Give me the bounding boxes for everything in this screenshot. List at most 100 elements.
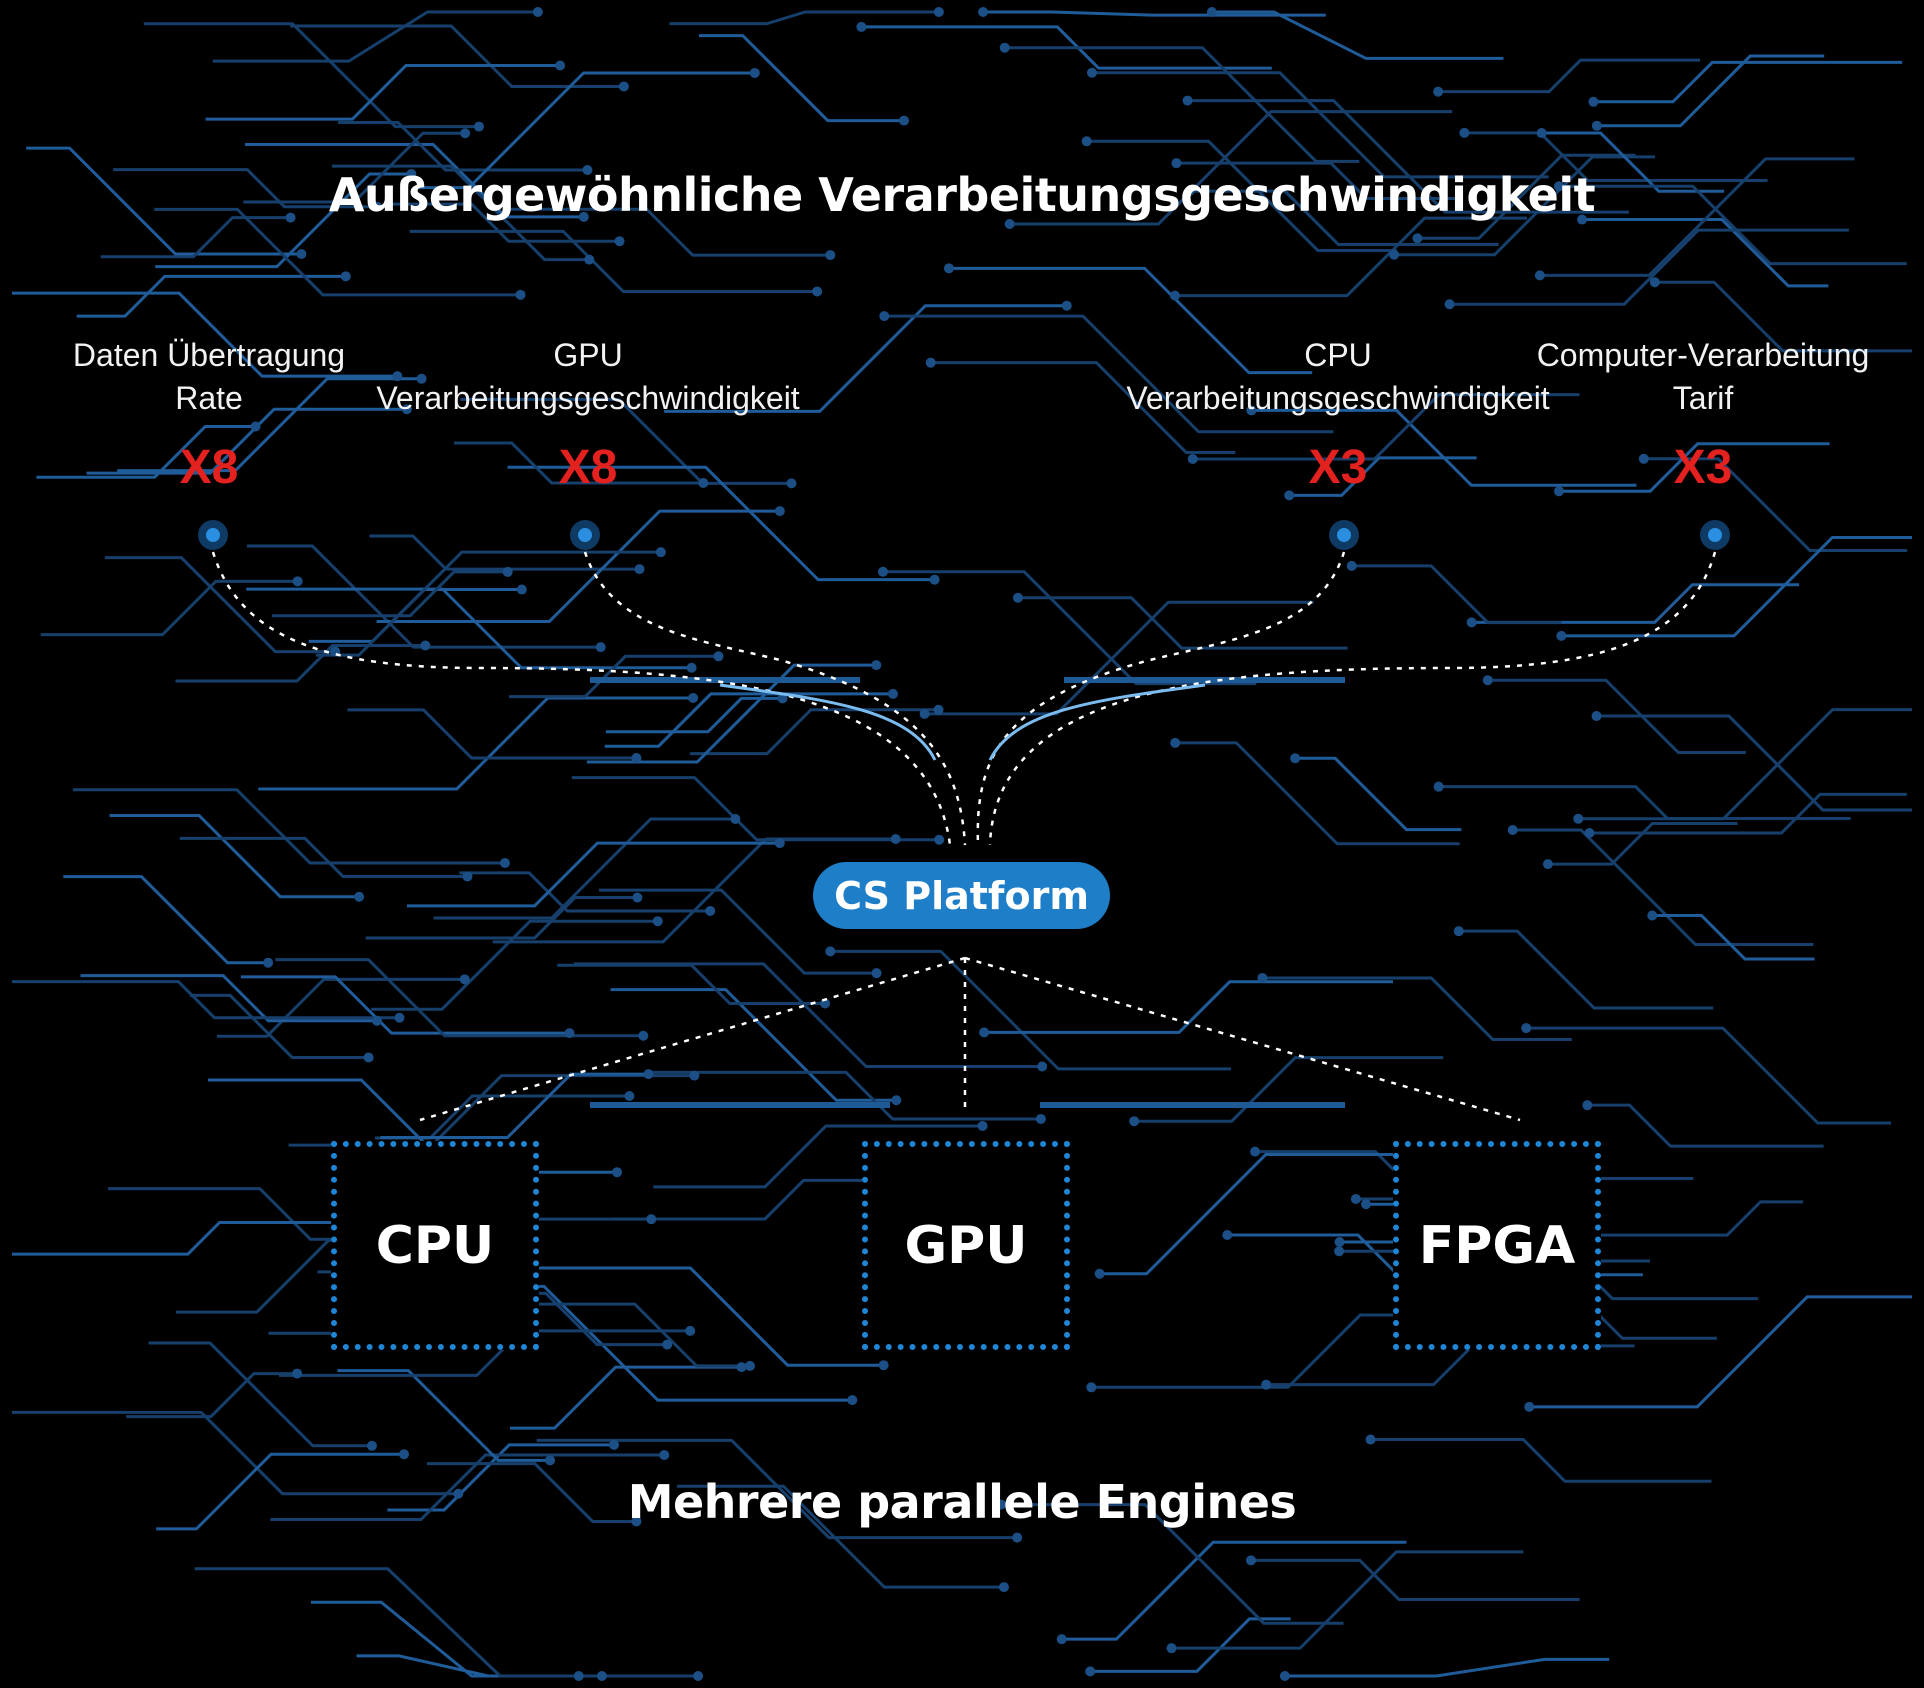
circuit-trace (1174, 216, 1528, 298)
circuit-trace (189, 993, 369, 1059)
circuit-trace (536, 1438, 1018, 1540)
circuit-trace (1559, 1200, 1804, 1237)
circuit-trace (1289, 456, 1477, 497)
footer-title: Mehrere parallele Engines (627, 1475, 1297, 1529)
circuit-pad (1521, 1023, 1532, 1034)
circuit-trace (1529, 1295, 1912, 1409)
circuit-pad (1507, 824, 1518, 835)
circuit-trace (573, 962, 1043, 1069)
connector-dot (1337, 528, 1351, 542)
circuit-pad (655, 547, 666, 558)
circuit-pad (1081, 136, 1092, 147)
circuit-pad (1250, 1146, 1261, 1157)
circuit-pad (1433, 86, 1444, 97)
circuit-pad (250, 421, 261, 432)
circuit-pad (698, 477, 709, 488)
circuit-trace (246, 544, 601, 649)
circuit-trace (571, 776, 940, 842)
metric-data-transfer: Daten Übertragung Rate X8 (0, 334, 489, 495)
circuit-pad (502, 566, 513, 577)
circuit-trace (290, 24, 624, 88)
circuit-trace (36, 424, 256, 479)
circuit-pad (371, 201, 382, 212)
circuit-trace (245, 143, 584, 219)
circuit-trace (1526, 1026, 1892, 1125)
circuit-pad (1169, 290, 1180, 301)
circuit-pad (555, 60, 566, 71)
circuit-pad (1171, 158, 1182, 169)
circuit-trace (1471, 583, 1800, 624)
circuit-trace (278, 1329, 691, 1377)
circuit-trace (40, 579, 298, 637)
cs-platform-badge: CS Platform (813, 862, 1110, 929)
circuit-pad (1222, 1230, 1233, 1241)
circuit-pad (998, 1582, 1009, 1593)
circuit-pad (1365, 1434, 1376, 1445)
circuit-trace (12, 1410, 459, 1496)
circuit-pad (1412, 233, 1423, 244)
circuit-trace (1539, 157, 1855, 277)
circuit-pad (774, 838, 785, 849)
circuit-trace (1541, 131, 1725, 193)
circuit-trace (1262, 976, 1572, 1041)
circuit-pad (1444, 299, 1455, 310)
circuit-trace (240, 975, 570, 1035)
circuit-pad (401, 404, 412, 415)
circuit-trace (984, 980, 1394, 1034)
circuit-pad (825, 946, 836, 957)
circuit-trace (288, 1074, 695, 1147)
circuit-pad (532, 7, 543, 17)
circuit-trace (599, 888, 877, 975)
circuit-trace (1004, 46, 1360, 163)
circuit-trace (1266, 1344, 1635, 1387)
engine-fpga: FPGA (1393, 1141, 1601, 1350)
circuit-pad (1554, 181, 1565, 192)
circuit-pad (582, 165, 593, 176)
metric-label: GPU (553, 337, 623, 373)
circuit-trace (1449, 228, 1849, 306)
circuit-trace (1001, 1503, 1344, 1625)
metric-value: X8 (179, 441, 239, 494)
metric-label: Computer-Verarbeitung (1536, 337, 1870, 373)
circuit-trace (882, 570, 1257, 686)
circuit-pad (1334, 1246, 1345, 1257)
circuit-pad (786, 478, 797, 489)
circuit-pad (473, 121, 484, 132)
circuit-trace (315, 550, 661, 657)
circuit-pad (662, 1339, 673, 1350)
circuit-pad (292, 576, 303, 587)
circuit-pad (825, 250, 836, 261)
circuit-pad (545, 1455, 556, 1466)
metric-value: X3 (1673, 441, 1733, 494)
circuit-pad (689, 1070, 700, 1081)
circuit-pad (705, 905, 716, 916)
circuit-pad (978, 7, 989, 17)
circuit-trace (72, 788, 505, 865)
circuit-pad (1166, 1643, 1177, 1654)
circuit-pad (1346, 560, 1357, 571)
circuit-trace (271, 570, 508, 618)
circuit-pad (394, 1012, 405, 1023)
circuit-pad (296, 249, 307, 260)
circuit-trace (689, 708, 939, 756)
circuit-trace (258, 696, 694, 791)
circuit-pad (877, 566, 888, 577)
circuit-trace (1654, 280, 1912, 353)
circuit-trace (347, 708, 637, 760)
circuit-trace (669, 10, 939, 26)
circuit-pad (1129, 1116, 1140, 1127)
circuit-pad (631, 753, 642, 764)
circuit-trace (371, 919, 658, 1011)
circuit-pad (736, 1362, 747, 1373)
circuit-trace (1438, 785, 1851, 820)
circuit-pad (1638, 453, 1649, 464)
circuit-trace (426, 1462, 637, 1523)
circuit-pad (340, 271, 351, 282)
circuit-pad (1647, 910, 1658, 921)
circuit-pad (686, 662, 697, 673)
circuit-trace (539, 1266, 884, 1367)
metric-value: X3 (1308, 441, 1368, 494)
connector-dot (1708, 528, 1722, 542)
circuit-trace (604, 692, 893, 748)
circuit-pad (977, 1120, 988, 1131)
